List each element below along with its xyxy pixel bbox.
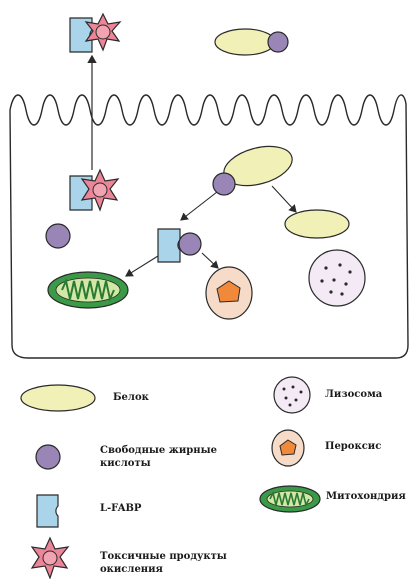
lfabp-fatty-acid-complex <box>158 229 201 262</box>
legend-toxic-products-icon <box>32 538 68 578</box>
legend-toxic-products-label-line1: Токсичные продукты <box>100 551 227 563</box>
arrow-to-lfabp <box>181 192 217 220</box>
legend-protein-label: Белок <box>113 392 149 404</box>
cellular-protein-complex <box>213 140 296 195</box>
fatty-acid-circle <box>268 32 288 52</box>
exported-lfabp-toxic-complex <box>70 14 120 52</box>
free-fatty-acid-circle <box>46 224 70 248</box>
free-protein-ellipse <box>285 210 349 238</box>
lfabp-shape <box>158 229 180 262</box>
legend-free-fatty-acids-label-line1: Свободные жирные <box>100 445 217 457</box>
cell-lysosome <box>309 250 365 306</box>
cell-peroxisome <box>206 267 252 319</box>
arrow-to-protein <box>272 186 296 212</box>
legend-protein-icon <box>21 385 95 411</box>
legend-fatty-acid-icon <box>36 445 60 469</box>
legend-lysosome-label: Лизосома <box>325 389 382 401</box>
legend-lfabp-icon <box>37 495 58 527</box>
extracellular-protein-complex <box>215 29 288 55</box>
cell-mitochondrion <box>48 272 128 308</box>
legend-free-fatty-acids-label-line2: кислоты <box>100 458 151 470</box>
legend-mitochondria-icon <box>260 486 320 512</box>
arrow-to-mitochondria <box>126 256 158 276</box>
arrow-to-peroxisome <box>202 253 218 268</box>
legend-lfabp-label: L-FABP <box>100 503 141 515</box>
protein-ellipse <box>215 29 275 55</box>
toxic-product-core <box>96 25 110 39</box>
legend-toxic-products-label-line2: окисления <box>100 564 163 576</box>
legend-lysosome-icon <box>274 377 310 413</box>
cellular-lfabp-toxic-complex <box>70 170 118 210</box>
fatty-acid-circle <box>179 233 201 255</box>
legend-peroxisome-icon <box>272 430 304 466</box>
legend-mitochondria-label: Митохондрия <box>326 491 406 503</box>
legend-peroxisome-label: Пероксис <box>325 441 381 453</box>
toxic-product-core <box>93 183 107 197</box>
fatty-acid-circle <box>213 173 235 195</box>
